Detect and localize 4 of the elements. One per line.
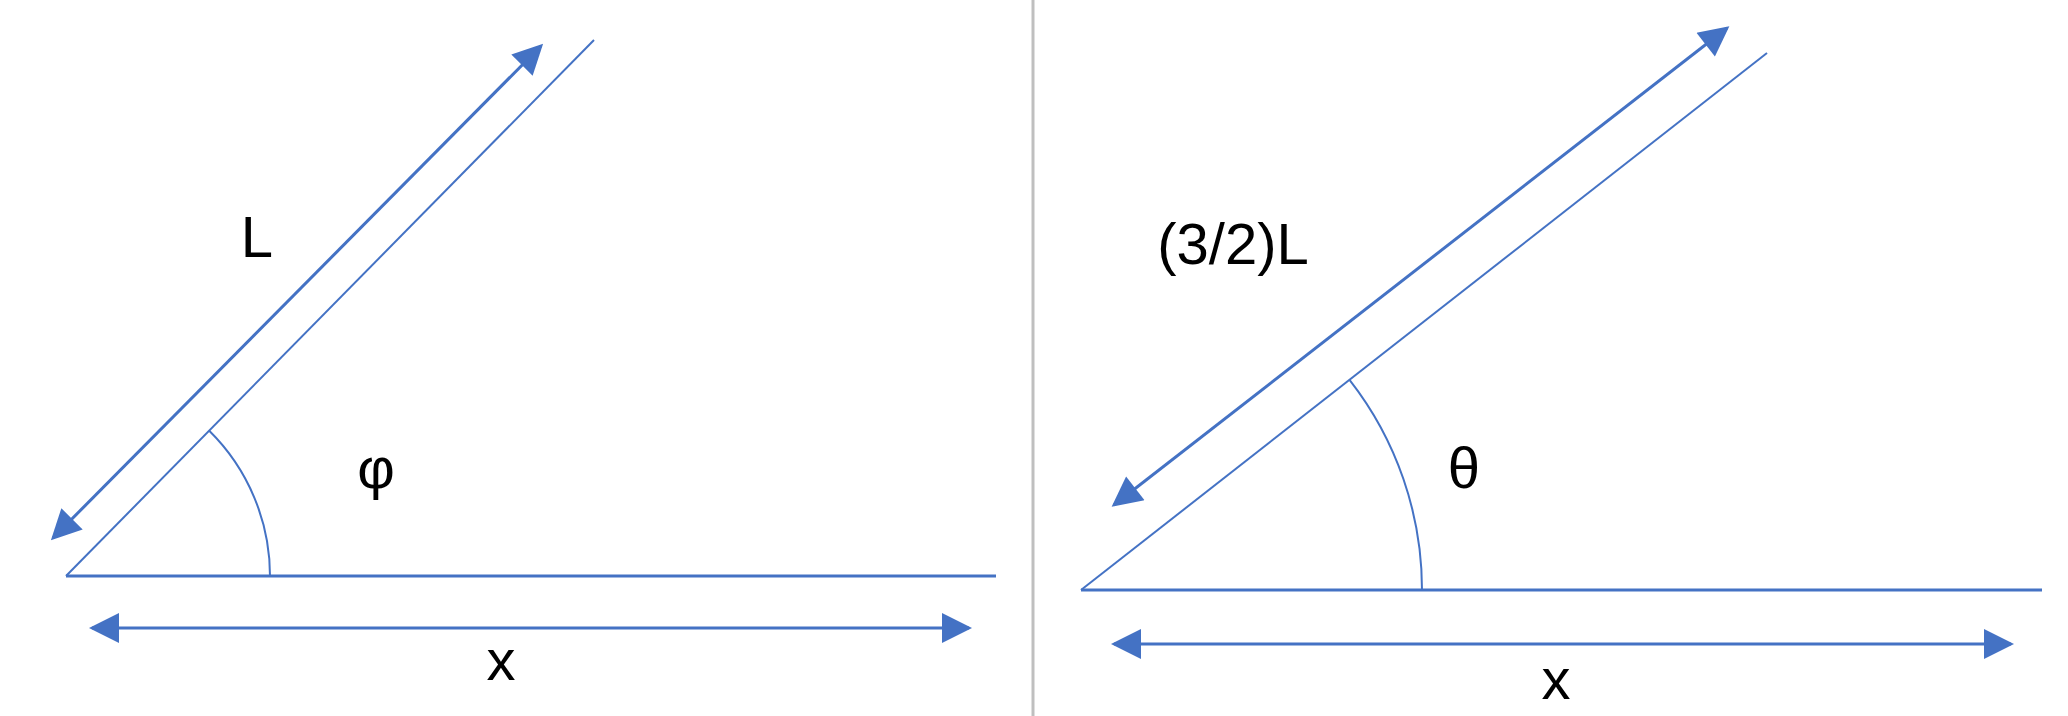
dimension-label: x	[486, 631, 516, 689]
length-label: L	[240, 208, 274, 266]
dimension-label: x	[1541, 650, 1571, 708]
angle-label: θ	[1447, 439, 1481, 497]
